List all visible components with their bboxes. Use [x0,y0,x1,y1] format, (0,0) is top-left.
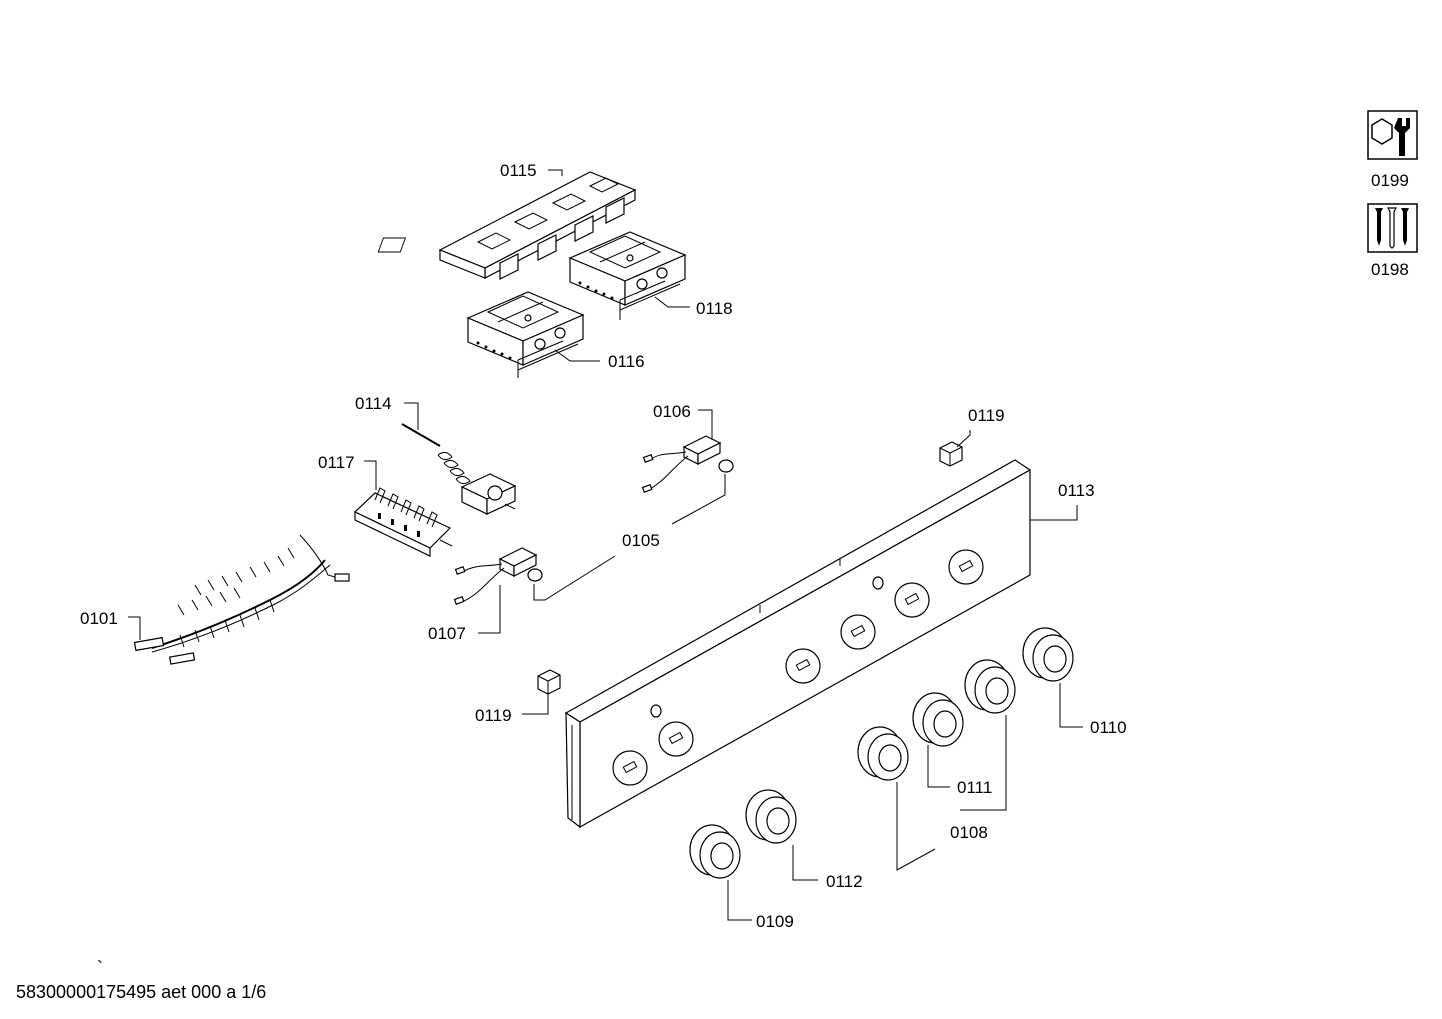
knob-0108b [964,659,1016,714]
knob-hole [658,721,694,757]
label-0118: 0118 [696,299,733,318]
part-0114-thermostat [401,423,517,515]
label-0115: 0115 [500,161,537,180]
label-0113: 0113 [1058,481,1095,500]
part-0101-wiring-harness [133,534,350,665]
label-0107: 0107 [428,624,466,643]
knob-0109 [689,824,741,879]
label-0110: 0110 [1090,718,1127,737]
knob-hole [894,582,930,618]
label-0111: 0111 [957,778,992,797]
knob-0111 [912,692,964,747]
label-0105: 0105 [622,531,660,550]
part-0117-selector-switch [353,487,453,557]
knob-0110 [1022,627,1074,682]
label-0106: 0106 [653,402,691,421]
part-0119-clip-top [939,441,963,467]
knob-hole [948,549,984,585]
knob-hole [785,648,821,684]
label-0112: 0112 [826,872,863,891]
label-0119-bottom: 0119 [475,706,512,725]
knob-0112 [745,789,797,844]
part-0115-bracket [377,171,637,280]
part-0106-switch [641,435,734,493]
knob-0108a [857,726,909,781]
label-0198: 0198 [1371,260,1409,279]
part-0113-control-panel [564,459,1032,829]
document-footer-id: 58300000175495 aet 000 a 1/6 [16,982,267,1002]
label-0109: 0109 [756,912,794,931]
part-0116-switch-block [466,291,585,378]
part-0119-clip-bottom [537,669,561,695]
knob-hole [612,750,648,786]
label-0117: 0117 [318,453,355,472]
part-0118-switch-block [568,231,687,320]
part-0107-switch [453,547,543,605]
label-0199: 0199 [1371,171,1409,190]
knob-hole [840,614,876,650]
label-0116: 0116 [608,352,645,371]
wrench-nut-icon [1367,110,1418,160]
label-0101: 0101 [80,609,118,628]
screws-icon [1367,203,1418,253]
label-0119-top: 0119 [968,406,1005,425]
tick-mark: ` [97,958,103,978]
label-0114: 0114 [355,394,392,413]
label-0108: 0108 [950,823,988,842]
